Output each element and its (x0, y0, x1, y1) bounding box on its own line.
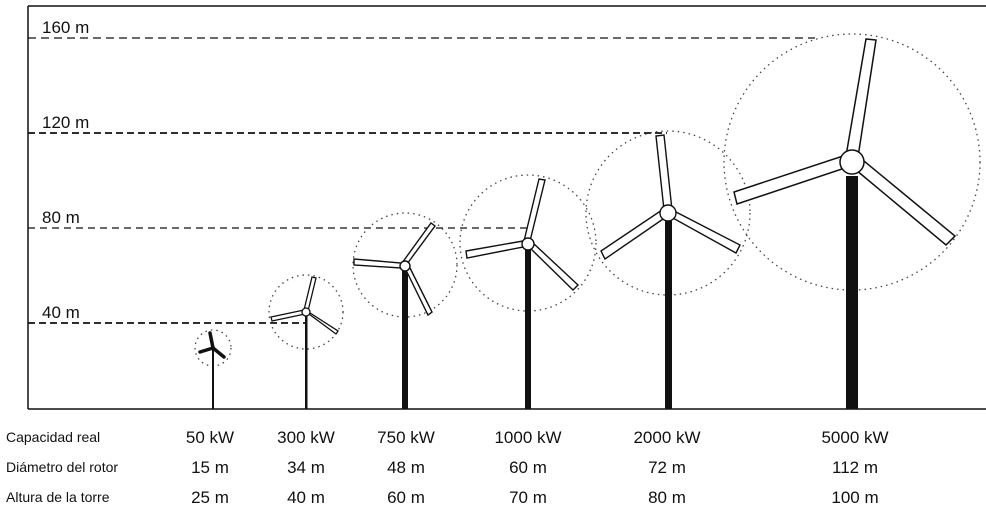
tower-height-cell: 70 m (509, 488, 547, 507)
blade (528, 242, 580, 291)
capacity-cell: 300 kW (277, 428, 335, 447)
tower (305, 316, 308, 409)
diameter-cell: 60 m (509, 458, 547, 477)
capacity-cell: 2000 kW (633, 428, 700, 447)
turbine-2000kw (585, 130, 751, 409)
hub (301, 307, 311, 317)
row-label-capacity: Capacidad real (6, 429, 100, 445)
height-label-120: 120 m (42, 113, 89, 132)
rotor-circle (585, 130, 751, 296)
tower (212, 350, 214, 409)
tower-height-cell: 80 m (648, 488, 686, 507)
diameter-cell: 15 m (191, 458, 229, 477)
tower-height-cell: 100 m (831, 488, 878, 507)
row-label-tower-height: Altura de la torre (6, 489, 110, 505)
tower (665, 221, 672, 409)
blade (523, 178, 546, 242)
blade (303, 276, 317, 312)
diameter-cell: 72 m (648, 458, 686, 477)
tower-height-cell: 25 m (191, 488, 229, 507)
hub (211, 346, 215, 350)
hub (521, 237, 535, 251)
height-label-40: 40 m (42, 303, 80, 322)
blade (854, 159, 957, 247)
turbine-1000kw (459, 174, 597, 409)
hub (839, 149, 865, 175)
capacity-cell: 750 kW (377, 428, 435, 447)
rotor-circle (459, 174, 597, 312)
row-label-diameter: Diámetro del rotor (6, 459, 118, 475)
diameter-cell: 112 m (832, 458, 878, 477)
blade (270, 309, 306, 322)
hub (399, 260, 411, 272)
blade (353, 258, 402, 269)
blade (198, 346, 215, 354)
blade (845, 38, 877, 158)
hub (659, 204, 677, 222)
capacity-cell: 1000 kW (494, 428, 561, 447)
tower-height-cell: 60 m (387, 488, 425, 507)
blade (465, 240, 524, 259)
blade (655, 134, 673, 211)
tower (846, 176, 858, 409)
tower-height-cell: 40 m (287, 488, 325, 507)
blade (208, 331, 215, 350)
turbine-50kw (194, 329, 232, 409)
turbine-750kw (352, 212, 458, 409)
blade (211, 346, 226, 359)
rotor-circle (268, 274, 344, 350)
blade (733, 155, 846, 205)
diameter-cell: 48 m (387, 458, 425, 477)
diameter-cell: 34 m (287, 458, 325, 477)
turbine-300kw (268, 274, 344, 409)
tower (525, 250, 531, 409)
rotor-circle (352, 212, 458, 318)
height-label-160: 160 m (42, 18, 89, 37)
capacity-cell: 5000 kW (821, 428, 888, 447)
blade (600, 208, 667, 261)
capacity-cell: 50 kW (186, 428, 234, 447)
blade (670, 210, 741, 254)
blade (400, 222, 436, 265)
blade (306, 310, 339, 335)
rotor-circle (723, 33, 981, 291)
height-label-80: 80 m (42, 208, 80, 227)
blade (404, 265, 433, 317)
turbine-5000kw (723, 33, 981, 409)
tower (402, 270, 408, 409)
